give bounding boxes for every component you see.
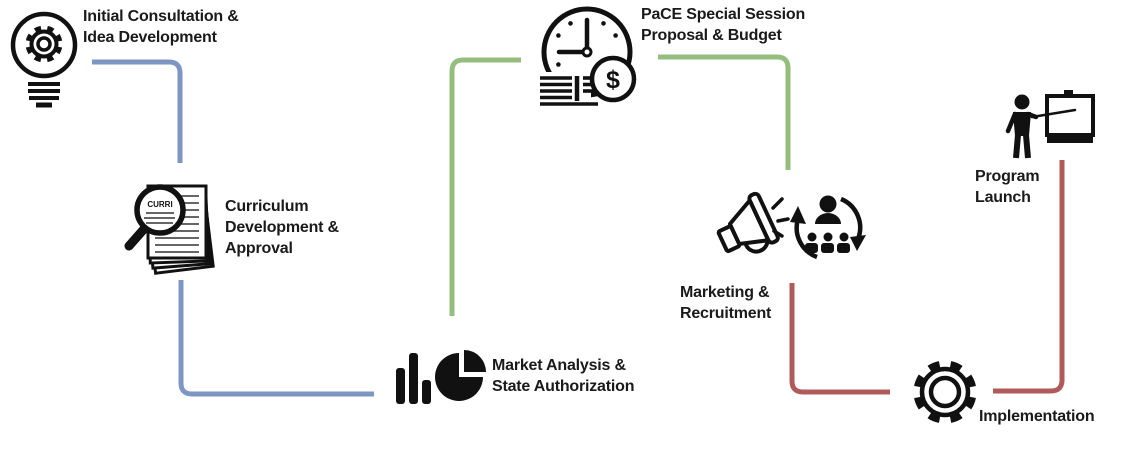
label-line: Proposal & Budget bbox=[641, 27, 782, 44]
magnifier-documents-icon: CURRI bbox=[124, 184, 215, 275]
label-pace-proposal: PaCE Special Session Proposal & Budget bbox=[641, 4, 805, 46]
sound-lines bbox=[771, 197, 790, 238]
connector-implementation-to-launch bbox=[993, 160, 1065, 394]
label-line: Implementation bbox=[979, 408, 1095, 425]
people-group bbox=[805, 195, 850, 253]
label-line: Launch bbox=[975, 189, 1031, 206]
connector-proposal-to-marketing bbox=[658, 54, 791, 170]
pointer-stick bbox=[1030, 108, 1077, 119]
label-line: Idea Development bbox=[83, 29, 217, 46]
label-program-launch: Program Launch bbox=[975, 166, 1040, 208]
label-line: Curriculum bbox=[225, 198, 309, 215]
bar-chart-icon bbox=[396, 353, 431, 404]
label-line: PaCE Special Session bbox=[641, 6, 806, 23]
label-line: Market Analysis & bbox=[492, 357, 626, 374]
label-line: Initial Consultation & bbox=[83, 8, 239, 25]
presenter-screen-icon bbox=[1005, 90, 1095, 159]
gear-icon bbox=[913, 360, 977, 424]
megaphone-icon bbox=[716, 191, 790, 254]
connector-consultation-to-curriculum bbox=[92, 59, 183, 163]
label-line: Program bbox=[975, 168, 1040, 185]
label-curriculum-development: Curriculum Development & Approval bbox=[225, 196, 339, 259]
budget-ledger-lines bbox=[540, 76, 598, 106]
pie-chart-icon bbox=[435, 350, 486, 401]
lightbulb-gear-icon bbox=[10, 11, 78, 108]
label-line: Approval bbox=[225, 240, 293, 257]
label-initial-consultation: Initial Consultation & Idea Development bbox=[83, 6, 239, 48]
lens-text: CURRI bbox=[147, 200, 172, 209]
label-implementation: Implementation bbox=[979, 406, 1095, 427]
connector-curriculum-to-market bbox=[178, 280, 374, 397]
magnifier-lens: CURRI bbox=[124, 184, 186, 251]
label-marketing-recruitment: Marketing & Recruitment bbox=[680, 282, 771, 324]
label-line: Recruitment bbox=[680, 305, 772, 322]
label-line: State Authorization bbox=[492, 378, 635, 395]
clock-hands bbox=[556, 17, 590, 55]
recruitment-cycle-icon bbox=[790, 195, 866, 260]
connector-marketing-to-implementation bbox=[789, 283, 890, 395]
presenter-figure bbox=[1005, 94, 1039, 159]
connector-market-to-proposal bbox=[449, 57, 521, 316]
label-market-analysis: Market Analysis & State Authorization bbox=[492, 355, 634, 397]
label-line: Marketing & bbox=[680, 284, 770, 301]
clock-budget-icon: $ bbox=[531, 6, 637, 110]
dollar-sign: $ bbox=[606, 66, 620, 94]
label-line: Development & bbox=[225, 219, 339, 236]
